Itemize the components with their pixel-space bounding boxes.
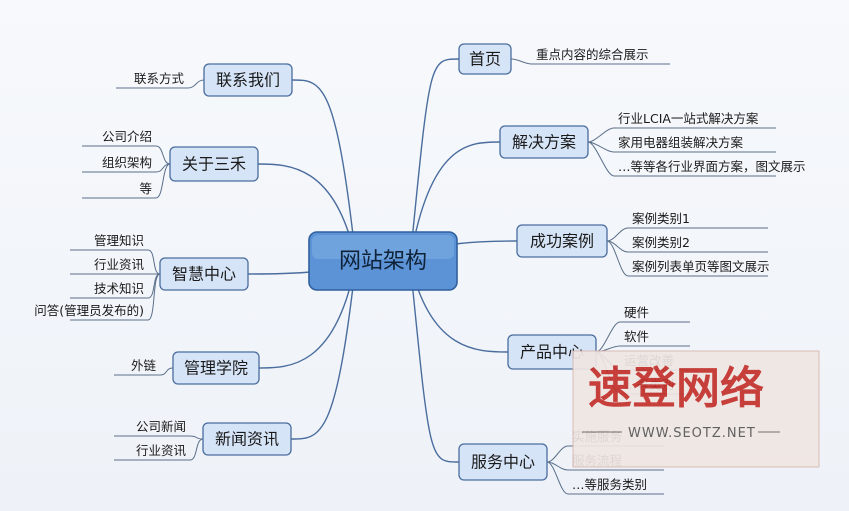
branch-left-3[interactable]: 管理学院: [172, 351, 260, 385]
connector-left-1: [257, 163, 357, 262]
leaf-connector-left-1-0: [155, 145, 171, 165]
leaf-connector-left-1-2: [155, 163, 171, 199]
leaf-label-left-1-2[interactable]: 等: [139, 181, 152, 196]
branch-label-right-1: 解决方案: [512, 133, 576, 152]
center-label: 网站架构: [339, 249, 427, 274]
leaf-label-left-3-0[interactable]: 外链: [131, 358, 157, 373]
branch-left-1[interactable]: 关于三禾: [169, 146, 259, 182]
leaf-connector-left-4-0: [189, 435, 204, 440]
leaf-label-right-3-1[interactable]: 软件: [624, 329, 649, 344]
leaf-label-left-1-1[interactable]: 组织架构: [102, 155, 152, 170]
branch-box-left-3: [172, 351, 260, 385]
leaf-connector-left-2-3: [147, 273, 161, 321]
leaf-label-right-2-1[interactable]: 案例类别2: [632, 235, 690, 250]
connector-right-0: [409, 58, 460, 262]
leaf-label-right-1-2[interactable]: …等等各行业界面方案，图文展示: [618, 159, 806, 174]
branch-label-right-3: 产品中心: [520, 343, 584, 362]
leaf-connector-left-3-0: [159, 367, 174, 376]
branch-left-4[interactable]: 新闻资讯: [202, 422, 292, 456]
branch-right-0[interactable]: 首页: [458, 43, 512, 75]
branch-box-right-1: [499, 125, 589, 159]
leaf-label-right-2-2[interactable]: 案例列表单页等图文展示: [632, 259, 770, 274]
branch-box-left-0: [203, 63, 293, 97]
branch-box-right-0: [458, 43, 512, 75]
leaf-label-left-1-0[interactable]: 公司介绍: [102, 129, 152, 144]
branch-label-right-0: 首页: [469, 50, 501, 69]
branch-box-right-4: [458, 443, 548, 481]
branch-right-1[interactable]: 解决方案: [499, 125, 589, 159]
leaf-label-right-1-0[interactable]: 行业LCIA一站式解决方案: [618, 111, 759, 126]
connector-left-3: [258, 260, 357, 369]
branch-left-2[interactable]: 智慧中心: [159, 257, 249, 291]
leaf-connector-left-2-0: [147, 249, 161, 275]
watermark-title: 速登网络: [588, 363, 764, 414]
leaf-label-right-2-0[interactable]: 案例类别1: [632, 211, 690, 226]
leaf-connector-right-1-0: [587, 127, 615, 143]
branch-label-left-2: 智慧中心: [172, 265, 236, 284]
branch-box-left-1: [169, 146, 259, 182]
leaf-connector-right-4-0: [546, 445, 569, 463]
leaf-connector-left-0-0: [187, 79, 205, 89]
branch-box-left-2: [159, 257, 249, 291]
leaf-label-left-4-0[interactable]: 公司新闻: [136, 419, 186, 434]
leaf-label-left-2-2[interactable]: 技术知识: [94, 281, 144, 296]
branch-label-right-4: 服务中心: [471, 453, 535, 472]
branch-box-left-4: [202, 422, 292, 456]
branch-label-left-4: 新闻资讯: [215, 430, 279, 449]
leaf-connector-right-2-0: [606, 227, 629, 242]
branch-label-left-3: 管理学院: [184, 359, 248, 378]
connector-right-1: [409, 141, 501, 262]
leaf-connector-right-0-0: [510, 58, 533, 65]
leaf-connector-right-1-2: [587, 141, 615, 177]
leaf-connector-right-4-2: [546, 461, 569, 495]
leaf-connector-right-3-0: [595, 321, 621, 353]
connector-right-4: [409, 260, 460, 463]
leaf-connector-right-2-2: [606, 240, 629, 277]
branch-box-right-2: [516, 224, 608, 258]
branch-label-left-0: 联系我们: [216, 71, 280, 90]
branch-label-right-2: 成功案例: [530, 232, 594, 251]
leaf-label-right-4-2[interactable]: …等服务类别: [572, 477, 647, 492]
branch-right-4[interactable]: 服务中心: [458, 443, 548, 481]
center-node[interactable]: 网站架构: [308, 231, 458, 291]
leaf-label-left-2-3[interactable]: 问答(管理员发布的): [34, 303, 144, 318]
watermark-url: WWW.SEOTZ.NET: [628, 426, 756, 441]
leaf-label-left-0-0[interactable]: 联系方式: [134, 71, 185, 86]
leaf-label-right-3-0[interactable]: 硬件: [624, 305, 649, 320]
connector-left-0: [291, 79, 357, 262]
watermark: 速登网络 WWW.SEOTZ.NET: [572, 350, 820, 468]
leaf-label-right-0-0[interactable]: 重点内容的综合展示: [536, 47, 649, 62]
branch-label-left-1: 关于三禾: [182, 155, 246, 174]
leaf-connector-left-4-1: [189, 438, 204, 461]
leaf-label-left-4-1[interactable]: 行业资讯: [136, 443, 187, 458]
branch-left-0[interactable]: 联系我们: [203, 63, 293, 97]
leaf-label-left-2-0[interactable]: 管理知识: [94, 233, 144, 248]
leaf-connector-right-1-1: [587, 141, 615, 153]
leaf-label-right-1-1[interactable]: 家用电器组装解决方案: [618, 135, 744, 150]
connector-left-4: [290, 260, 357, 440]
branch-right-2[interactable]: 成功案例: [516, 224, 608, 258]
leaf-label-left-2-1[interactable]: 行业资讯: [94, 257, 145, 272]
